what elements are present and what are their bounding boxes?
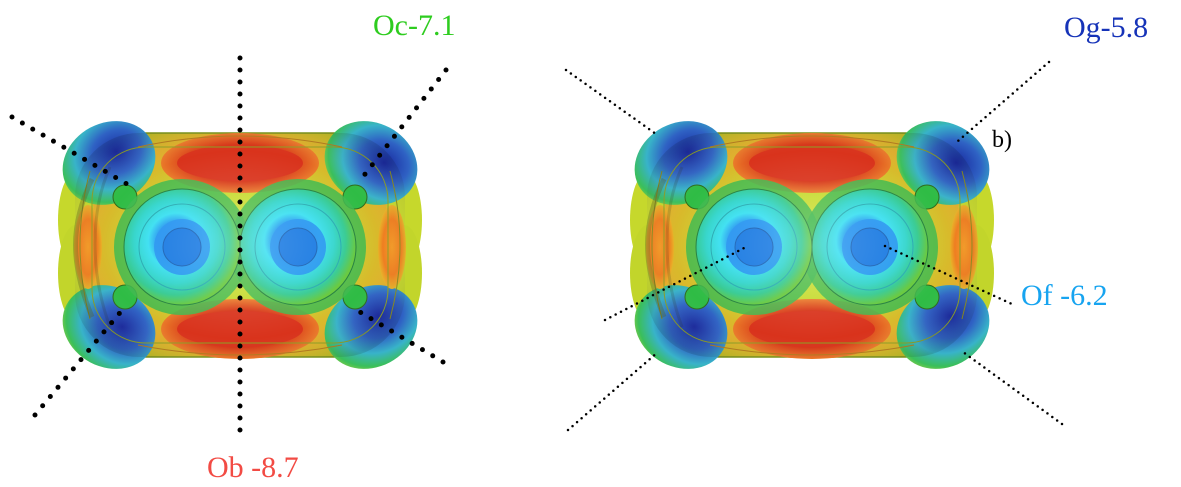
of-label: Of -6.2	[1021, 279, 1108, 312]
molecule-right	[620, 105, 1004, 385]
left-diagonal-guide-2	[359, 67, 449, 181]
right-diagonal-guide-4	[961, 350, 1064, 426]
oc-label: Oc-7.1	[373, 9, 456, 42]
left-diagonal-guide-3	[32, 306, 126, 418]
right-diagonal-guide-2	[956, 60, 1051, 143]
right-diagonal-guide-3	[566, 350, 660, 432]
ob-label: Ob -8.7	[207, 451, 299, 484]
right-guides	[564, 60, 1064, 432]
right-diagonal-guide-1	[564, 68, 658, 136]
molecule-left	[48, 105, 432, 385]
left-guides	[9, 55, 449, 441]
left-diagonal-guide-1	[9, 114, 135, 190]
panel-b-label: b)	[992, 127, 1012, 153]
left-diagonal-guide-4	[352, 306, 446, 365]
og-label: Og-5.8	[1064, 11, 1149, 44]
right-diagonal-guide-6	[883, 244, 1014, 306]
